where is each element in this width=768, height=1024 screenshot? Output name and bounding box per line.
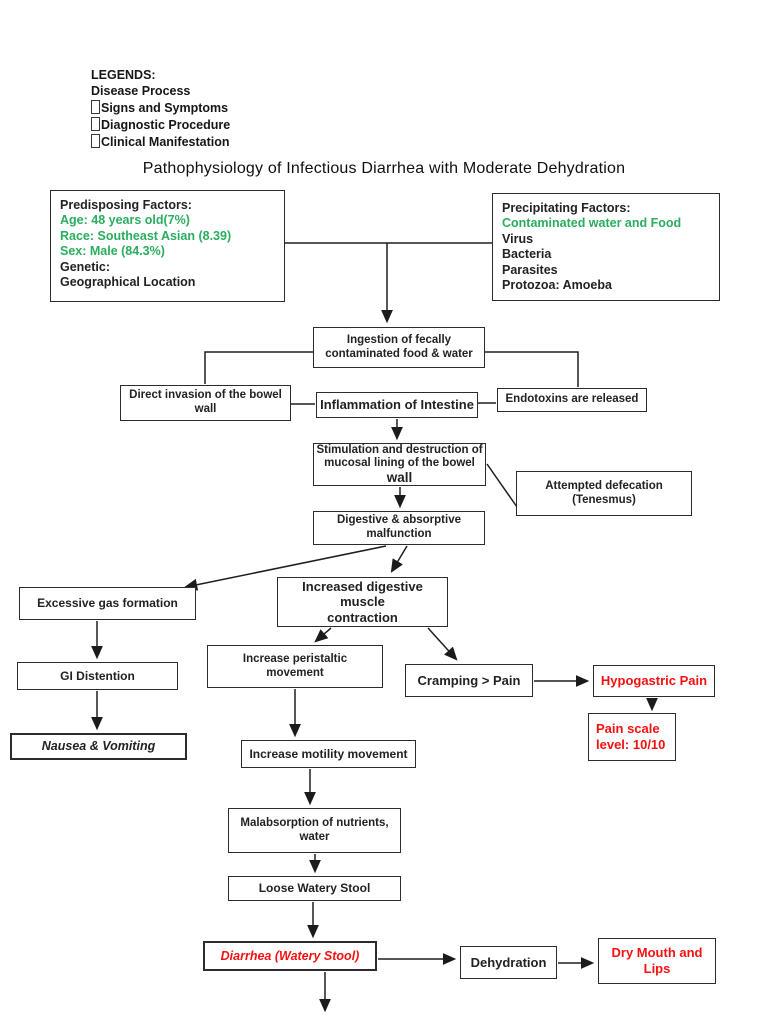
predisposing-title: Predisposing Factors: <box>60 198 192 212</box>
legend-item-diagnostic-procedure: Diagnostic Procedure <box>91 116 230 134</box>
node-excessive-gas: Excessive gas formation <box>19 587 196 620</box>
arrow-lines <box>91 243 658 1013</box>
missing-glyph-box-icon <box>91 133 100 148</box>
precipitating-protozoa: Protozoa: Amoeba <box>502 277 612 292</box>
precipitating-parasites: Parasites <box>502 262 558 277</box>
legend-heading: LEGENDS: <box>91 68 156 82</box>
missing-glyph-box-icon <box>91 116 100 131</box>
node-inflammation: Inflammation of Intestine <box>316 392 478 418</box>
precipitating-bacteria: Bacteria <box>502 247 552 262</box>
node-malabsorption: Malabsorption of nutrients, water <box>228 808 401 853</box>
node-hypogastric-pain: Hypogastric Pain <box>593 665 715 697</box>
page-title: Pathophysiology of Infectious Diarrhea w… <box>142 160 626 177</box>
predisposing-genetic: Genetic: <box>60 259 111 274</box>
node-endotoxins: Endotoxins are released <box>497 388 647 412</box>
node-pain-scale: Pain scale level: 10/10 <box>588 713 676 761</box>
node-diarrhea: Diarrhea (Watery Stool) <box>203 941 377 971</box>
node-ingestion: Ingestion of fecally contaminated food &… <box>313 327 485 368</box>
missing-glyph-box-icon <box>91 99 100 114</box>
node-dehydration: Dehydration <box>460 946 557 979</box>
precipitating-contaminated: Contaminated water and Food <box>502 216 682 231</box>
predisposing-age: Age: 48 years old(7%) <box>60 213 190 228</box>
predisposing-race: Race: Southeast Asian (8.39) <box>60 228 232 243</box>
legend-item-signs-symptoms: Signs and Symptoms <box>91 99 230 117</box>
node-loose-stool: Loose Watery Stool <box>228 876 401 901</box>
node-direct-invasion: Direct invasion of the bowel wall <box>120 385 291 421</box>
node-peristaltic: Increase peristaltic movement <box>207 645 383 688</box>
node-gi-distention: GI Distention <box>17 662 178 690</box>
node-motility: Increase motility movement <box>241 740 416 768</box>
node-precipitating-factors: Precipitating Factors: Contaminated wate… <box>492 193 720 301</box>
node-dry-mouth: Dry Mouth and Lips <box>598 938 716 984</box>
predisposing-geo: Geographical Location <box>60 274 196 289</box>
node-digestive-malfunction: Digestive & absorptive malfunction <box>313 511 485 545</box>
legend: LEGENDS: Disease Process Signs and Sympt… <box>91 68 230 150</box>
node-stimulation: Stimulation and destruction of mucosal l… <box>313 443 486 486</box>
node-nausea-vomiting: Nausea & Vomiting <box>10 733 187 760</box>
node-increased-contraction: Increased digestive muscle contraction <box>277 577 448 627</box>
predisposing-sex: Sex: Male (84.3%) <box>60 244 165 259</box>
precipitating-title: Precipitating Factors: <box>502 201 631 215</box>
legend-item-disease-process: Disease Process <box>91 83 191 98</box>
legend-item-clinical-manifestation: Clinical Manifestation <box>91 133 230 151</box>
node-attempted-defecation: Attempted defecation (Tenesmus) <box>516 471 692 516</box>
node-predisposing-factors: Predisposing Factors: Age: 48 years old(… <box>50 190 285 302</box>
plain-lines <box>204 242 579 508</box>
node-cramping: Cramping > Pain <box>405 664 533 697</box>
precipitating-virus: Virus <box>502 231 534 246</box>
